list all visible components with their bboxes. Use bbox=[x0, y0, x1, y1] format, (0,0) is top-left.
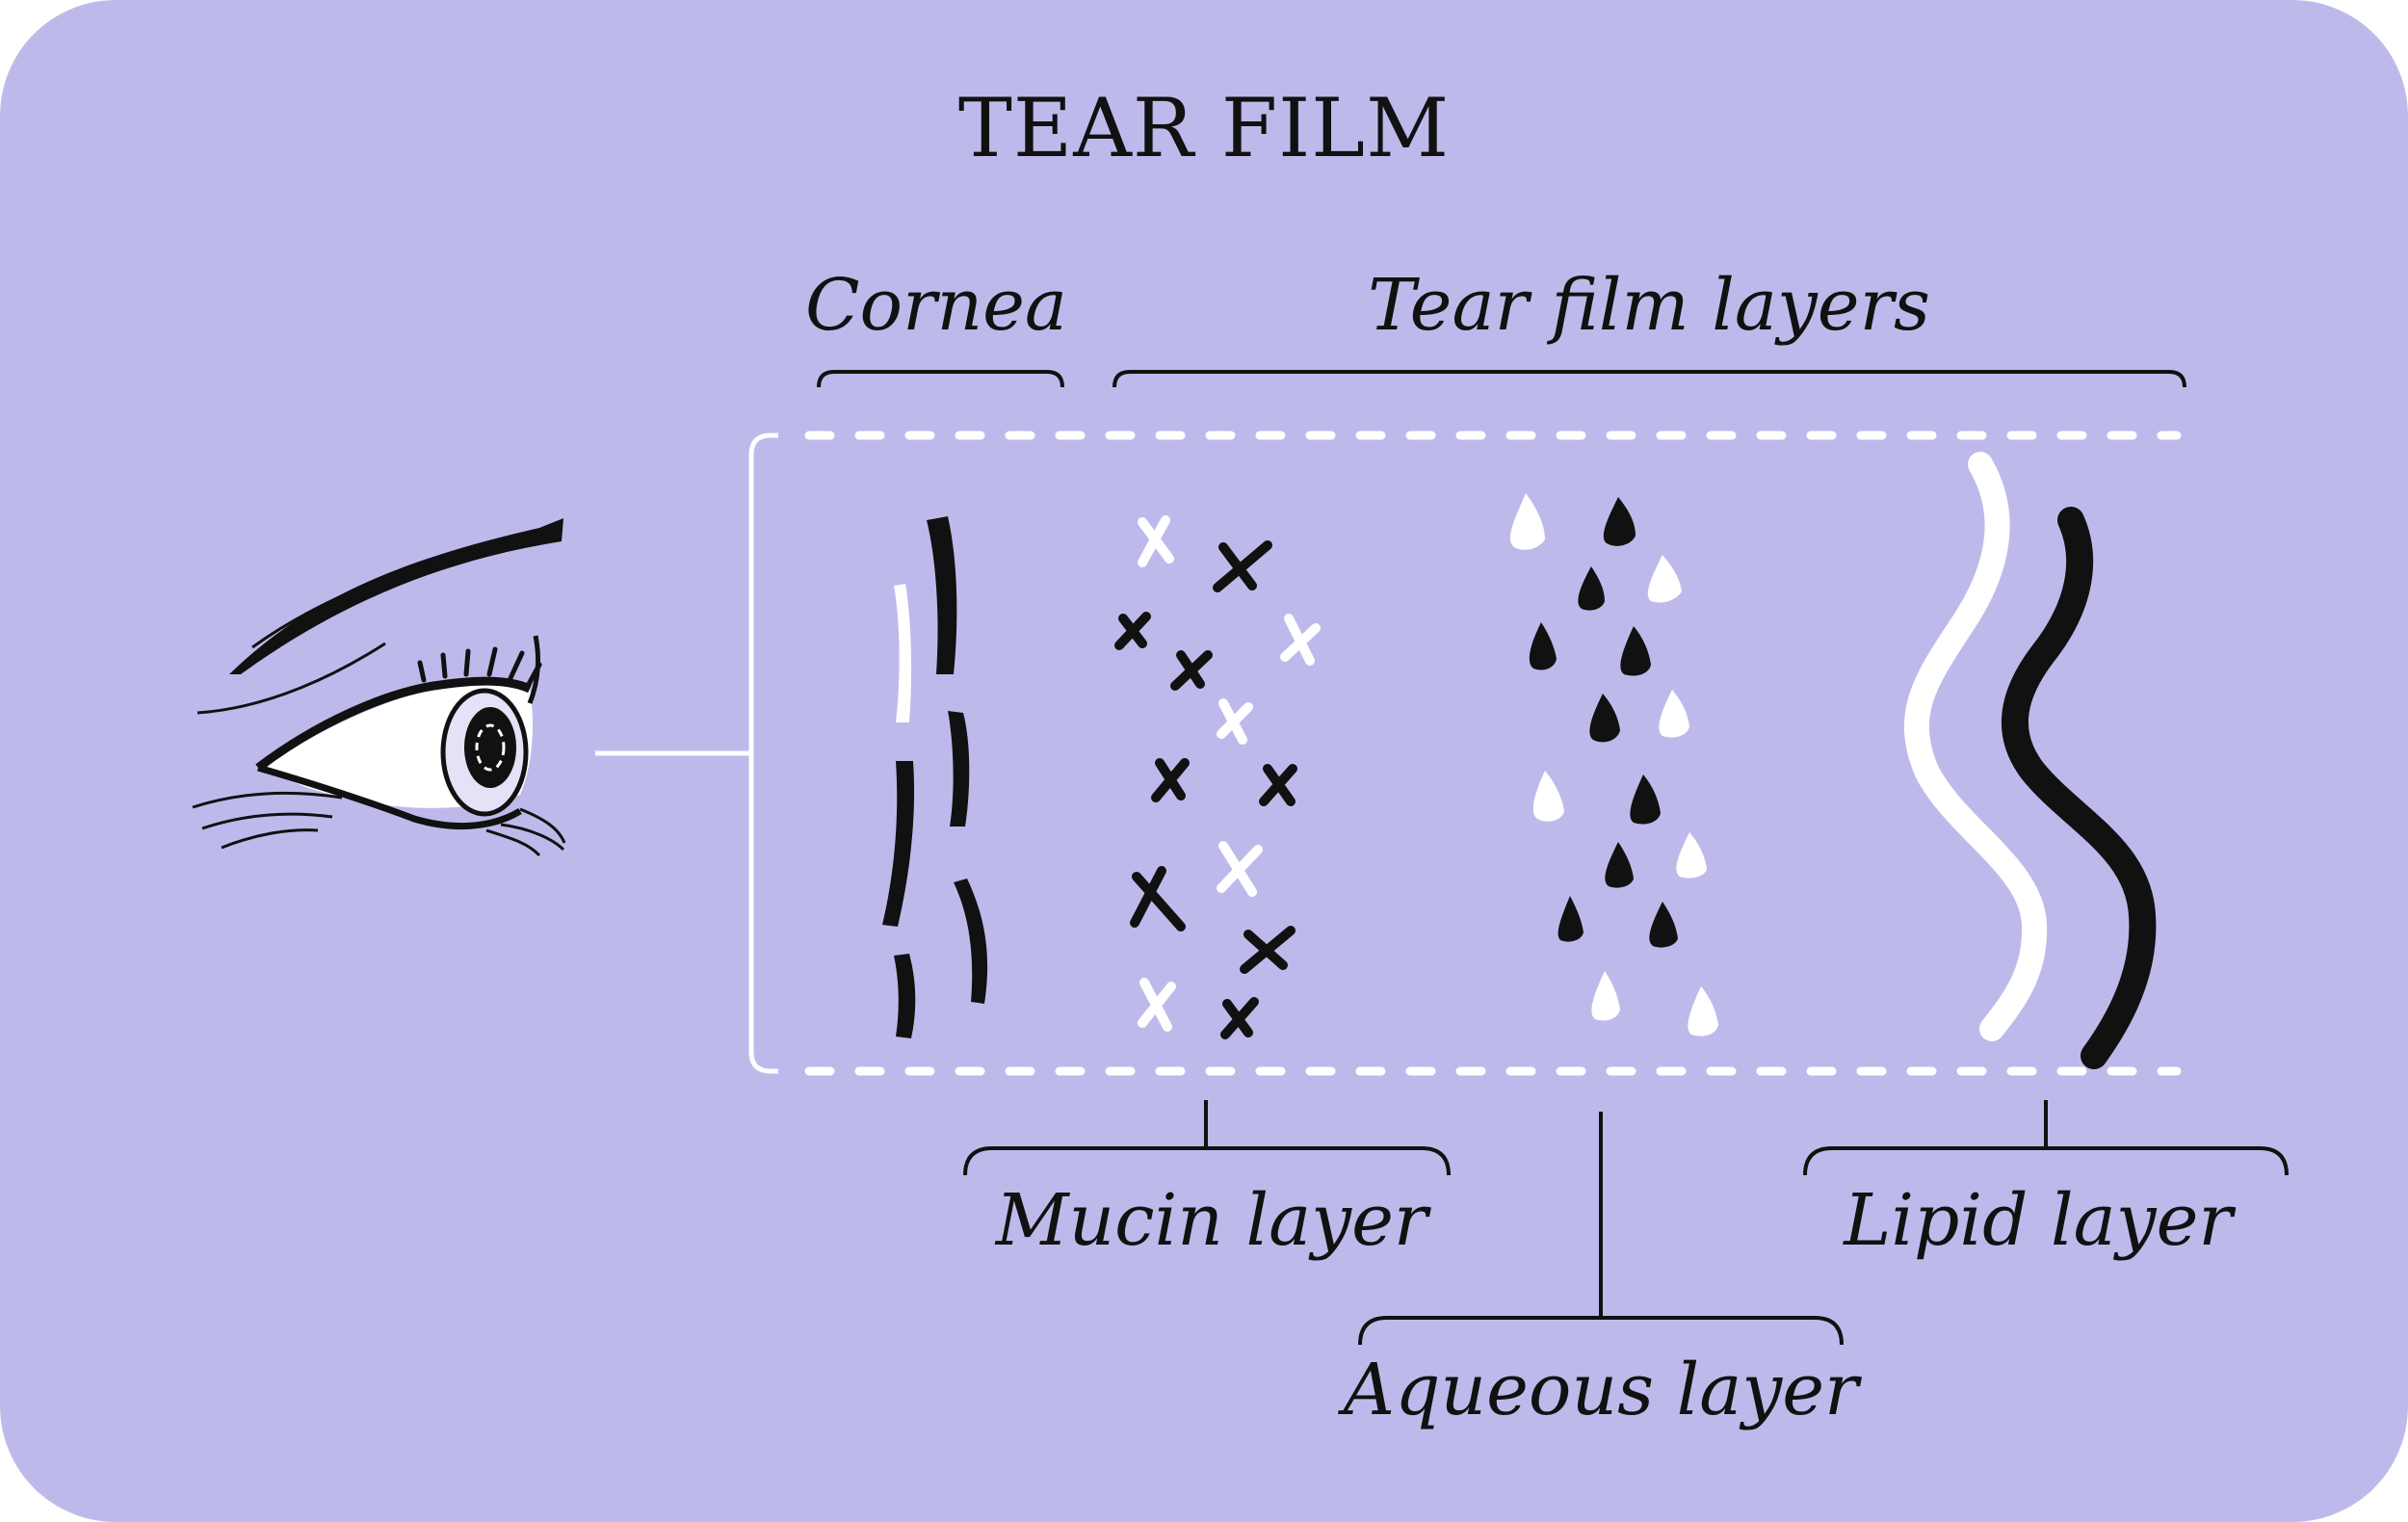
aqueous-layer-label: Aqueous layer bbox=[1338, 1349, 1863, 1431]
diagram-title: TEAR FILM bbox=[958, 81, 1450, 175]
aqueous-bracket bbox=[1358, 1316, 1844, 1346]
aqueous-drops-icon bbox=[1509, 493, 1718, 1037]
mucin-crosses-icon bbox=[1114, 515, 1321, 1039]
tear-film-layers-label: Tear film layers bbox=[1368, 264, 1930, 347]
mucin-bracket bbox=[963, 1146, 1451, 1176]
cornea-strokes-icon bbox=[882, 516, 988, 1038]
eye-icon bbox=[192, 518, 566, 857]
lipid-layer-label: Lipid layer bbox=[1842, 1179, 2237, 1262]
lipid-bracket bbox=[1803, 1146, 2289, 1176]
tear-film-layers-bracket bbox=[1112, 370, 2186, 388]
cornea-bracket bbox=[817, 370, 1064, 388]
lipid-waves-icon bbox=[1903, 452, 2157, 1069]
cornea-label: Cornea bbox=[805, 264, 1067, 347]
mucin-layer-label: Mucin layer bbox=[994, 1179, 1432, 1262]
